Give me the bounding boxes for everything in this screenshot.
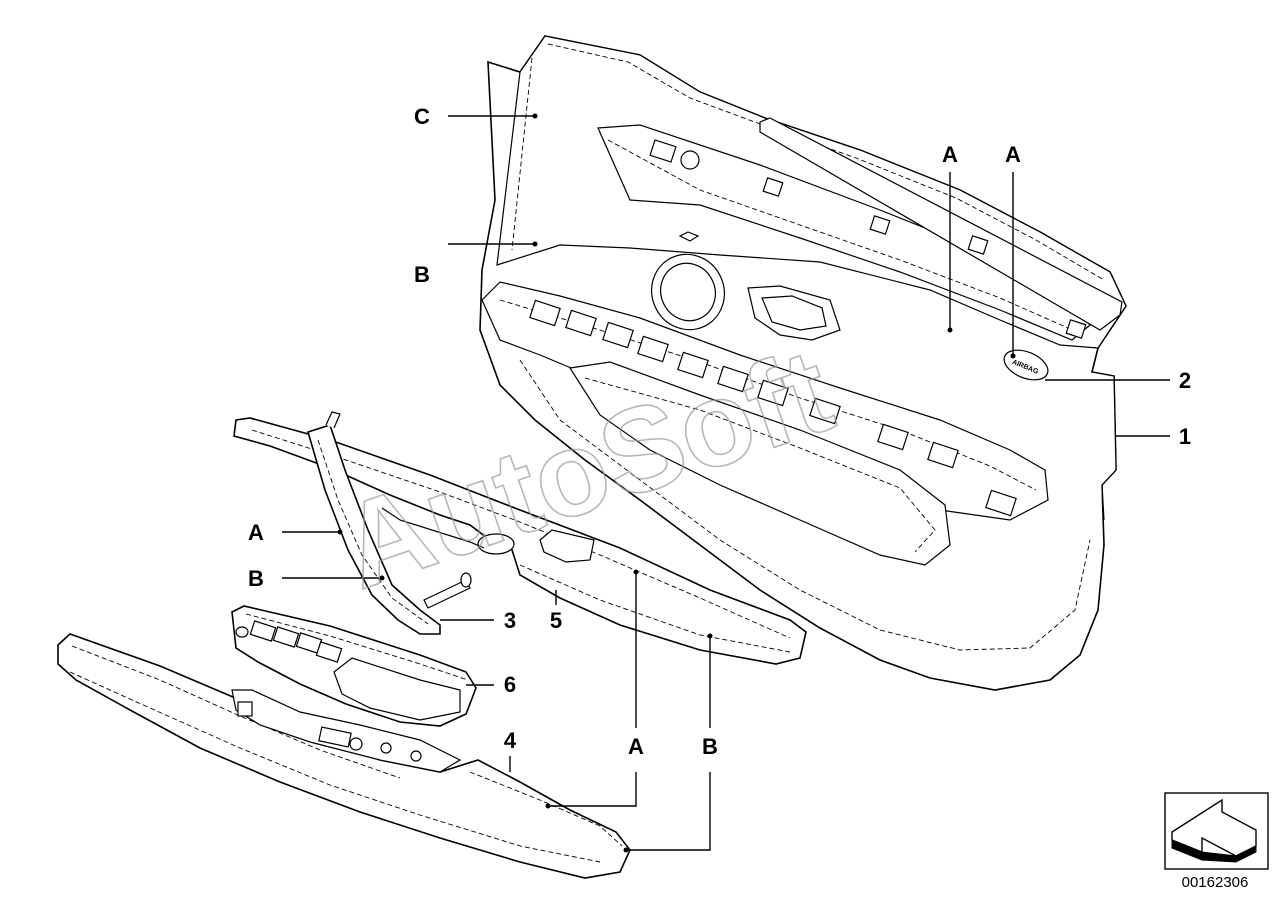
door-trim-panel: AIRBAG bbox=[479, 35, 1127, 691]
callout-b-top: B bbox=[414, 262, 430, 287]
callout-5: 5 bbox=[550, 608, 562, 633]
callout-b-handle: B bbox=[248, 566, 264, 591]
armrest-carrier bbox=[57, 633, 631, 879]
callout-2: 2 bbox=[1179, 368, 1191, 393]
callout-6: 6 bbox=[504, 672, 516, 697]
callout-c-top: C bbox=[414, 104, 430, 129]
leader-dots bbox=[337, 113, 1016, 853]
leader-lines bbox=[282, 115, 1170, 851]
switch-bezel bbox=[231, 605, 477, 727]
callout-4: 4 bbox=[504, 728, 517, 753]
callout-b-bottom: B bbox=[702, 734, 718, 759]
callout-a-panel-2: A bbox=[1005, 142, 1021, 167]
callout-3: 3 bbox=[504, 608, 516, 633]
pull-handle bbox=[307, 411, 472, 635]
callout-a-handle: A bbox=[248, 520, 264, 545]
callout-a-bottom: A bbox=[628, 734, 644, 759]
orientation-arrow-box bbox=[1164, 792, 1269, 870]
callout-a-panel-1: A bbox=[942, 142, 958, 167]
diagram-code: 00162306 bbox=[1182, 874, 1249, 891]
direction-arrow-icon bbox=[1171, 798, 1257, 863]
callout-1: 1 bbox=[1179, 424, 1191, 449]
